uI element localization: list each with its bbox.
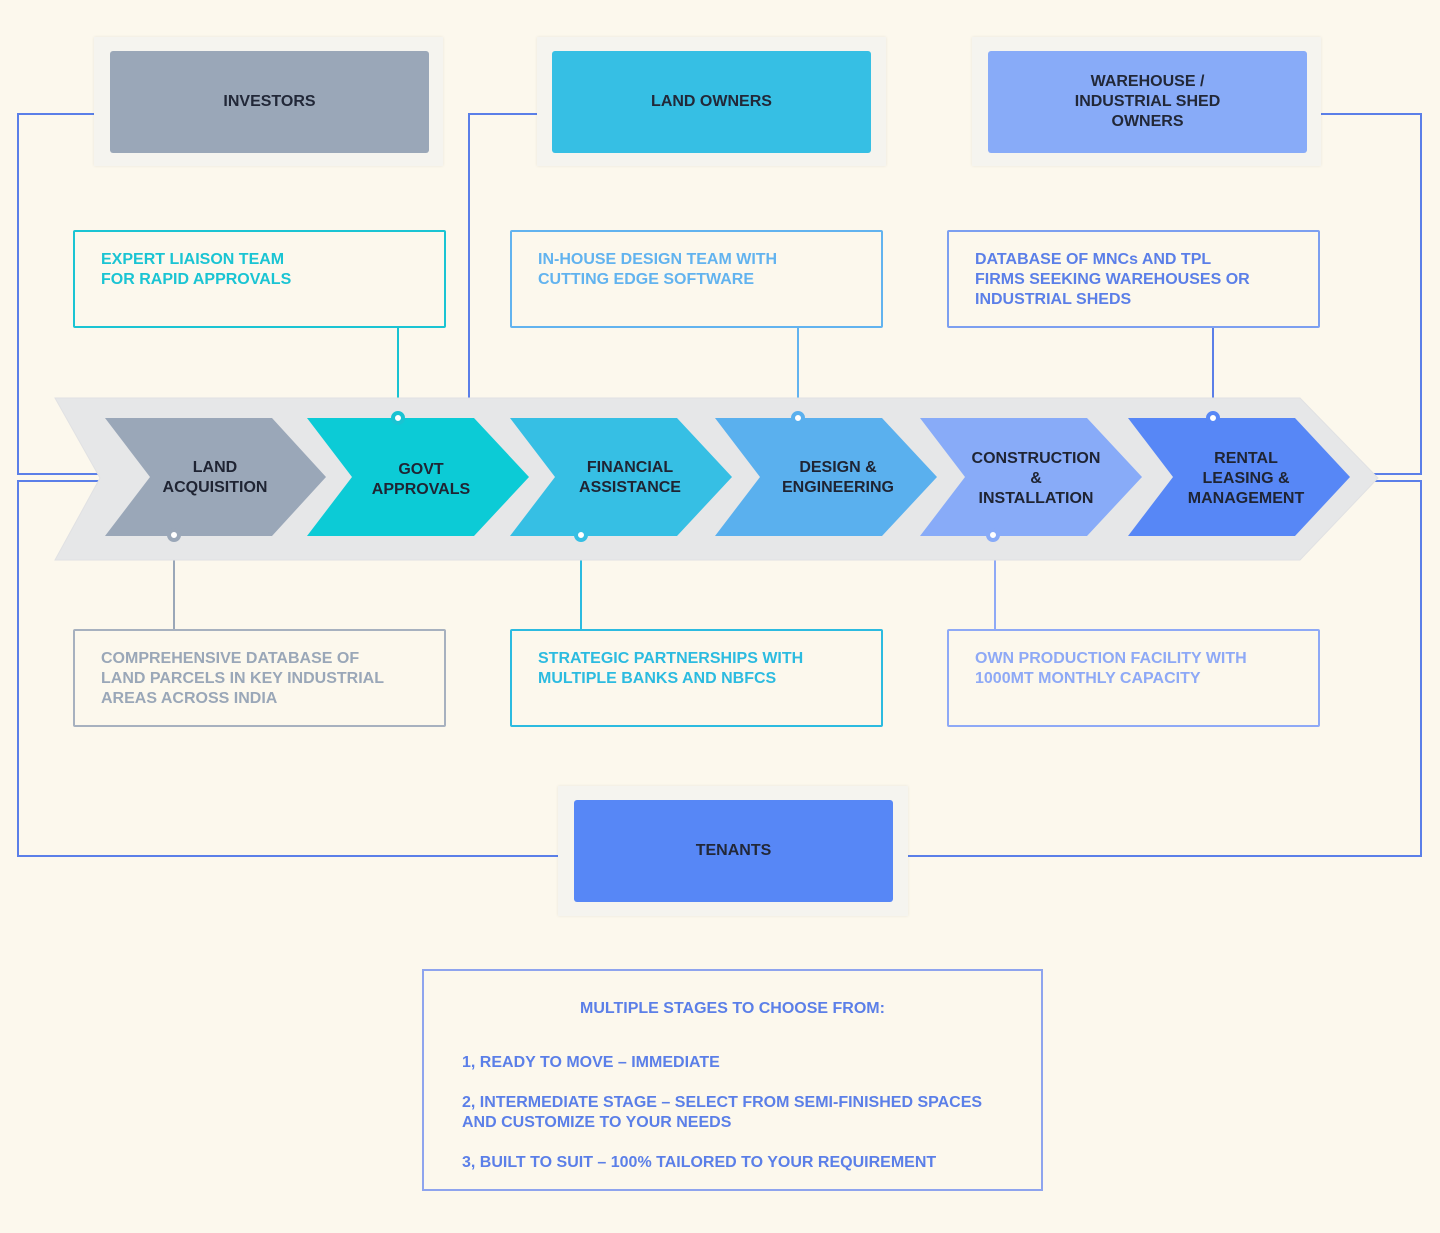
- tenants-card: TENANTS: [558, 786, 908, 916]
- construction-dot: [986, 528, 1000, 542]
- stage-option-1: 1, READY TO MOVE – IMMEDIATE: [462, 1054, 720, 1071]
- stage-arrow-construction: [920, 418, 1142, 536]
- stage-label-design-engineering: DESIGN & ENGINEERING: [781, 459, 894, 496]
- investors-label: INVESTORS: [110, 51, 429, 153]
- tenants-label: TENANTS: [574, 800, 893, 902]
- stage-arrow-design-engineering: [715, 418, 937, 536]
- design-team-note: IN-HOUSE DESIGN TEAM WITH CUTTING EDGE S…: [510, 230, 883, 328]
- stage-label-financial-assistance: FINANCIAL ASSISTANCE: [579, 459, 681, 496]
- liaison-team-note: EXPERT LIAISON TEAM FOR RAPID APPROVALS: [73, 230, 446, 328]
- warehouse-owners-connector: [1321, 113, 1422, 475]
- bank-partnerships-note: STRATEGIC PARTNERSHIPS WITH MULTIPLE BAN…: [510, 629, 883, 727]
- production-facility-note: OWN PRODUCTION FACILITY WITH 1000MT MONT…: [947, 629, 1320, 727]
- land-acquisition-dot: [167, 528, 181, 542]
- rental-dot: [1206, 411, 1220, 425]
- tenants-left-connector: [17, 480, 558, 857]
- land-owners-connector: [468, 113, 537, 418]
- stage-label-govt-approvals: GOVT APPROVALS: [371, 461, 471, 498]
- stage-option-2: 2, INTERMEDIATE STAGE – SELECT FROM SEMI…: [462, 1094, 983, 1131]
- govt-approvals-dot: [391, 411, 405, 425]
- stage-label-construction: CONSTRUCTION & INSTALLATION: [971, 450, 1101, 507]
- investors-connector: [17, 113, 105, 475]
- mnc-database-note: DATABASE OF MNCs AND TPL FIRMS SEEKING W…: [947, 230, 1320, 328]
- warehouse-owners-card: WAREHOUSE / INDUSTRIAL SHED OWNERS: [972, 37, 1321, 166]
- land-owners-label: LAND OWNERS: [552, 51, 871, 153]
- stages-options-box: MULTIPLE STAGES TO CHOOSE FROM: 1, READY…: [422, 969, 1043, 1191]
- design-engineering-dot: [791, 411, 805, 425]
- land-owners-card: LAND OWNERS: [537, 37, 886, 166]
- tenants-right-connector: [908, 480, 1422, 857]
- stage-option-3: 3, BUILT TO SUIT – 100% TAILORED TO YOUR…: [462, 1154, 937, 1171]
- warehouse-owners-label: WAREHOUSE / INDUSTRIAL SHED OWNERS: [988, 51, 1307, 153]
- stage-arrow-govt-approvals: [307, 418, 529, 536]
- stage-arrow-land-acquisition: [105, 418, 326, 536]
- stage-label-rental: RENTAL LEASING & MANAGEMENT: [1187, 450, 1305, 507]
- land-database-note: COMPREHENSIVE DATABASE OF LAND PARCELS I…: [73, 629, 446, 727]
- financial-assistance-dot: [574, 528, 588, 542]
- stage-arrow-financial-assistance: [510, 418, 732, 536]
- stages-heading: MULTIPLE STAGES TO CHOOSE FROM:: [580, 1000, 885, 1017]
- investors-card: INVESTORS: [94, 37, 443, 166]
- stage-arrow-rental: [1128, 418, 1350, 536]
- stage-label-land-acquisition: LAND ACQUISITION: [162, 459, 268, 496]
